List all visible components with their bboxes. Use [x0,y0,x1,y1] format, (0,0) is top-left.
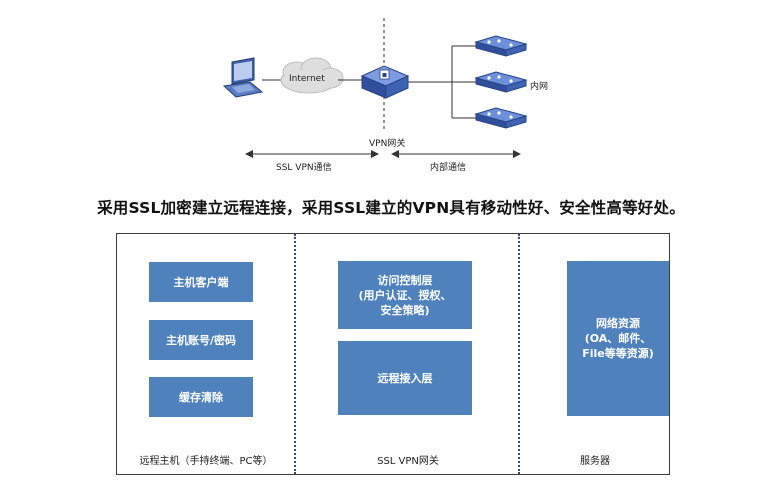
internet-label: Internet [289,74,325,84]
client-box-account-password: 主机账号/密码 [149,320,253,360]
server-footer: 服务器 [580,456,610,467]
gateway-box-remote-access: 远程接入层 [338,341,472,415]
ssl-arrow-label: SSL VPN通信 [276,163,332,173]
gateway-box-access-control: 访问控制层 (用户认证、授权、 安全策略) [338,261,472,329]
topology-svg [222,18,528,158]
column-separator [294,234,296,474]
client-footer: 远程主机（手持终端、PC等） [139,456,273,467]
client-box-host-client: 主机客户端 [149,262,253,302]
gateway-label: VPN网关 [369,139,406,149]
server-icon [474,71,528,93]
internal-arrow-label: 内部通信 [430,163,467,173]
architecture-frame: 主机客户端 主机账号/密码 缓存清除 远程主机（手持终端、PC等） 访问控制层 … [116,233,670,475]
intranet-label: 内网 [530,82,549,92]
column-separator [518,234,520,474]
network-topology: Internet VPN网关 内网 SSL VPN通信 内部通信 [0,0,782,185]
laptop-icon [222,57,264,98]
headline: 采用SSL加密建立远程连接，采用SSL建立的VPN具有移动性好、安全性高等好处。 [97,199,685,217]
vpn-gateway-icon [360,65,410,99]
client-box-cache-clear: 缓存清除 [149,377,253,417]
server-icon [474,35,528,57]
server-icon [474,107,528,129]
gateway-footer: SSL VPN网关 [377,456,439,467]
server-box-network-resources: 网络资源 (OA、邮件、 File等等资源) [567,261,669,416]
cloud-icon [280,57,344,94]
